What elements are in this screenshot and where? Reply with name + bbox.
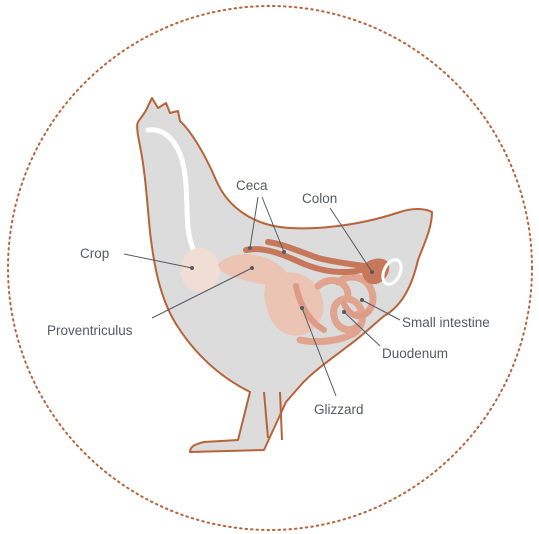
dot-small-intestine [360, 298, 364, 302]
dot-duodenum [342, 310, 346, 314]
label-gizzard: Glizzard [314, 402, 364, 417]
label-crop: Crop [80, 246, 109, 261]
label-colon: Colon [302, 191, 337, 206]
dot-crop [190, 266, 194, 270]
dot-proventriculus [250, 266, 254, 270]
dot-ceca-left [248, 246, 252, 250]
label-small-intestine: Small intestine [402, 315, 490, 330]
crop-organ [180, 248, 220, 292]
dot-ceca-right [282, 250, 286, 254]
dot-colon [370, 270, 374, 274]
label-proventriculus: Proventriculus [47, 323, 133, 338]
label-duodenum: Duodenum [382, 346, 448, 361]
dot-gizzard [300, 306, 304, 310]
label-ceca: Ceca [236, 178, 268, 193]
